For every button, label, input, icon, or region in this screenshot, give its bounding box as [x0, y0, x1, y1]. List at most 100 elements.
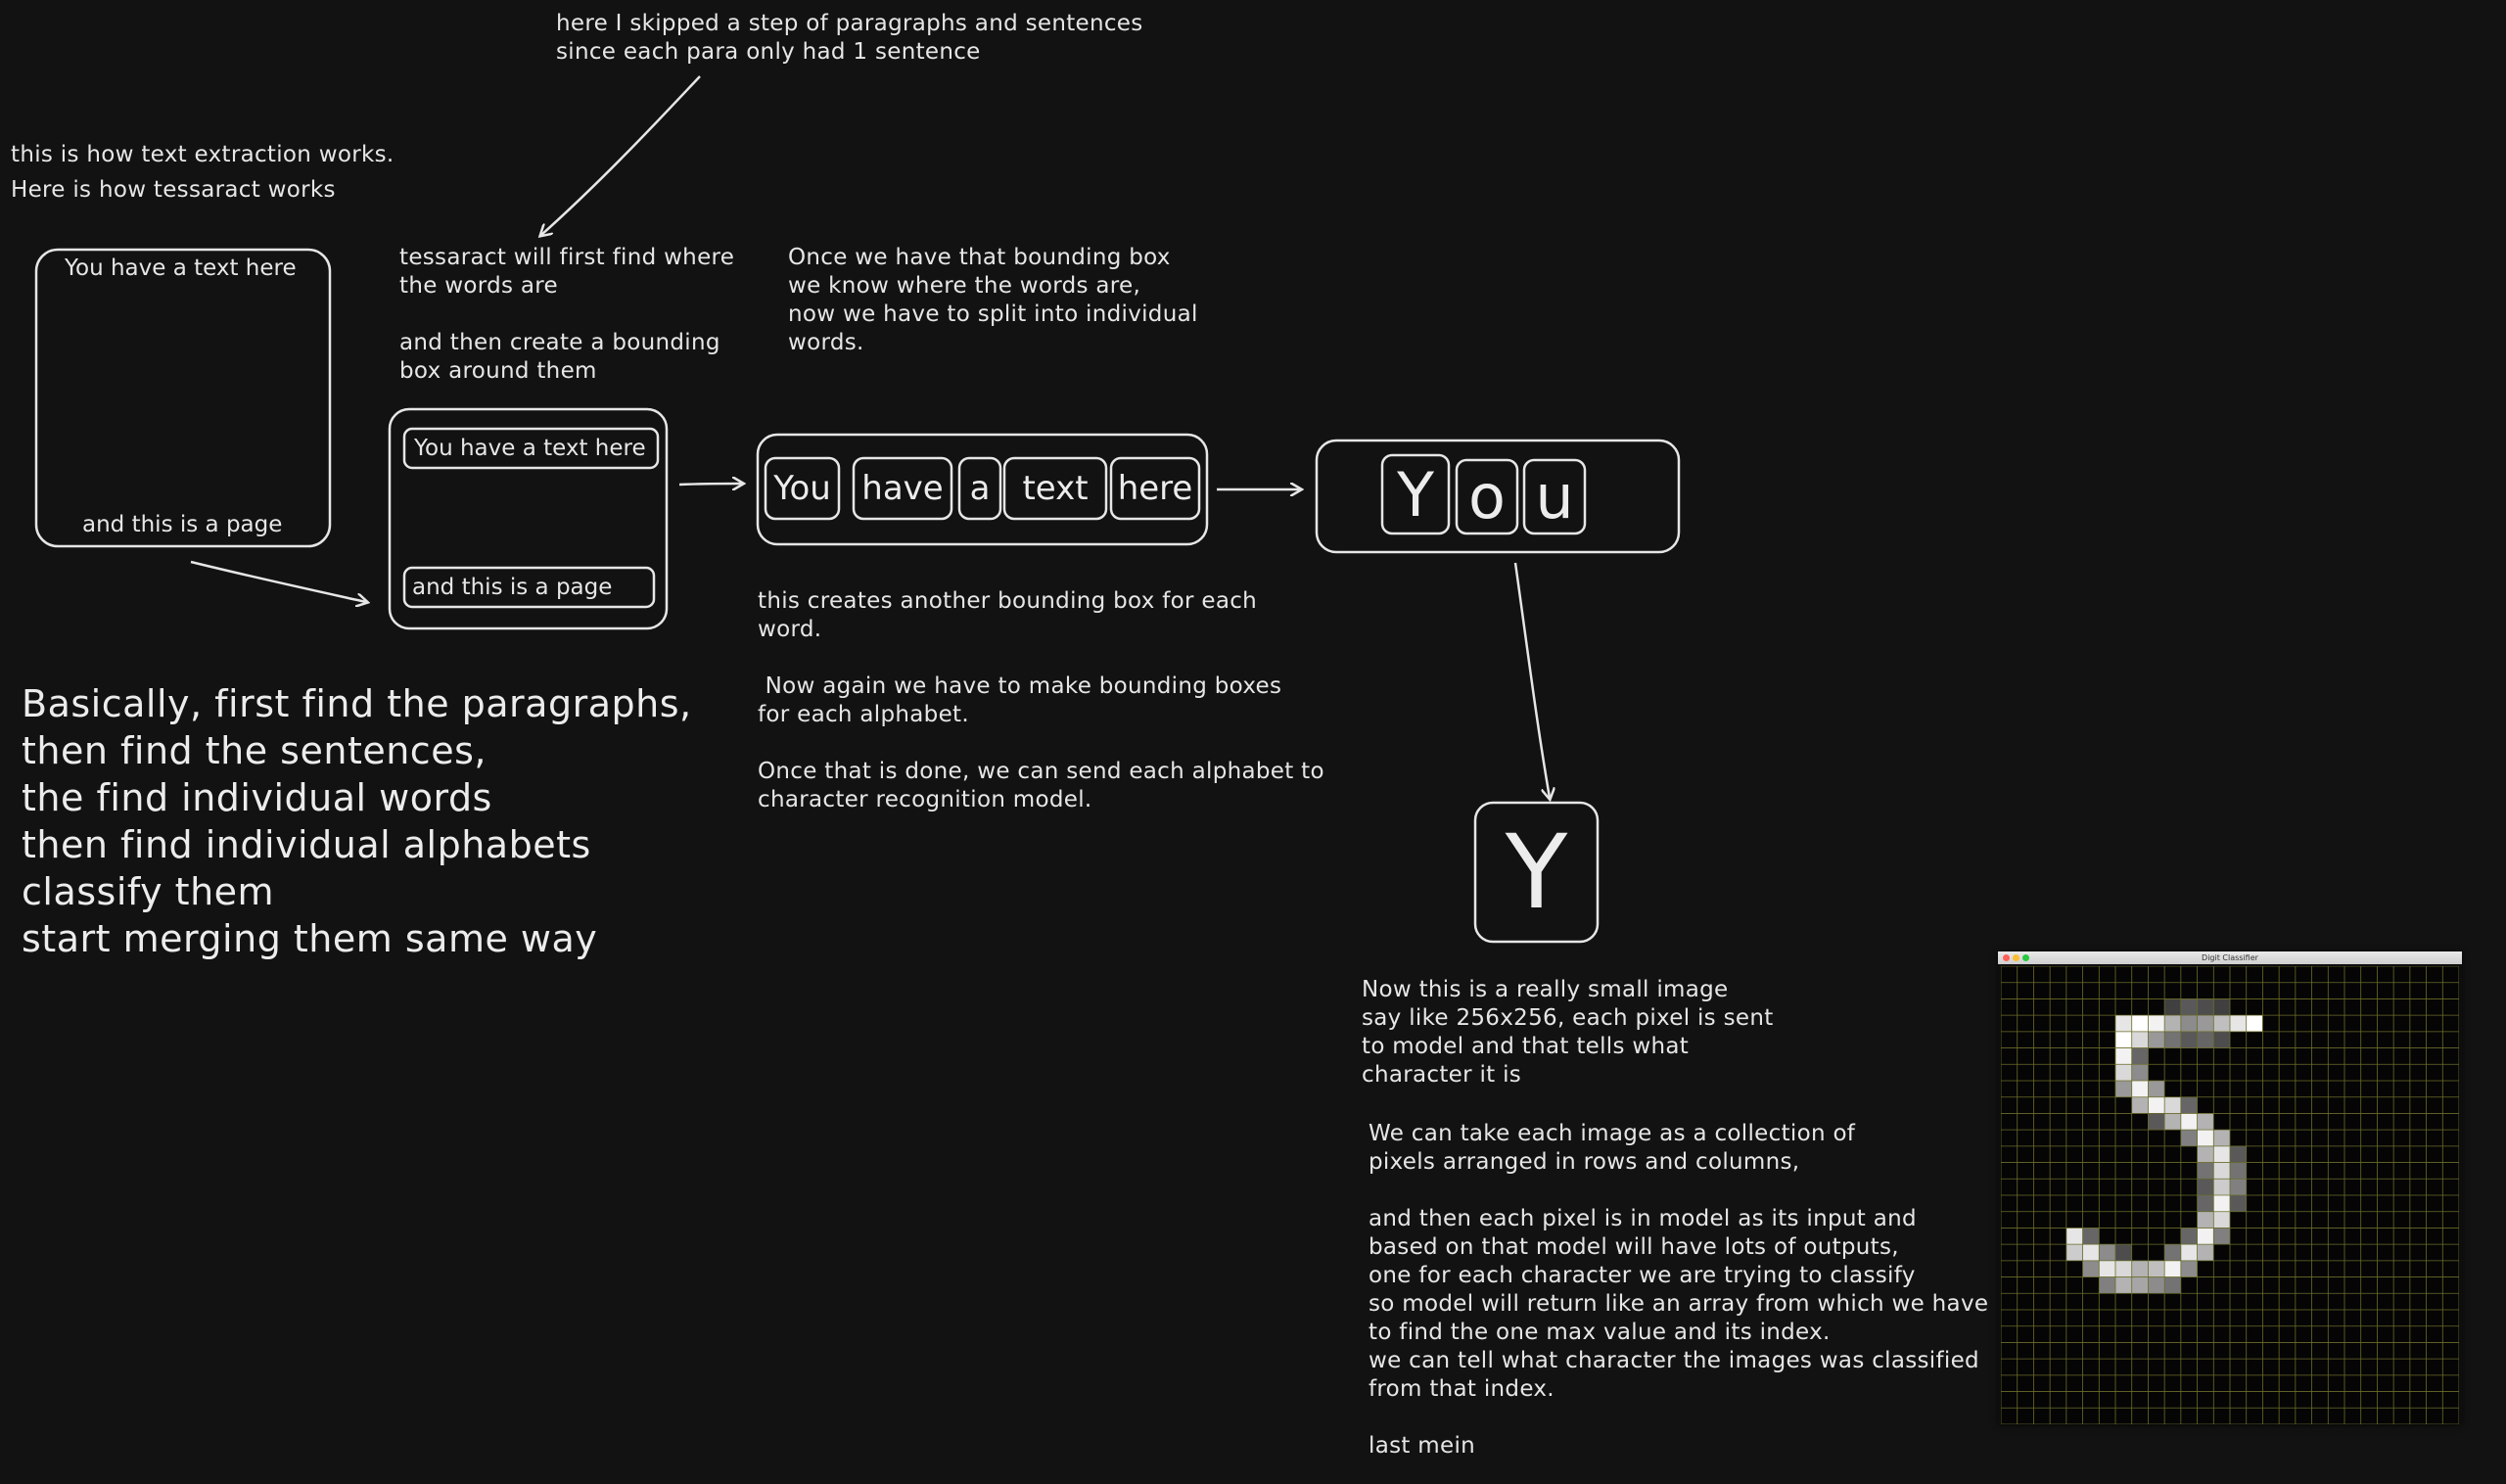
pixel-cell [2131, 1260, 2149, 1277]
page-box [34, 248, 332, 548]
pixel-cell [2115, 1031, 2132, 1048]
pixel-cell [2148, 1113, 2165, 1131]
pixel-cell [2180, 1113, 2198, 1131]
intro-note: this is how text extraction works. Here … [11, 142, 394, 203]
pixel-cell [2197, 1031, 2214, 1048]
pixel-cell [2082, 1228, 2100, 1245]
pixel-cell [2115, 1244, 2132, 1261]
pixel-cell [2230, 1195, 2247, 1212]
pixel-cell [2230, 1162, 2247, 1180]
pixel-cell [2131, 1015, 2149, 1032]
pixel-cell [2164, 1244, 2181, 1261]
pixel-cell [2213, 1211, 2230, 1229]
pixel-cell [2213, 1179, 2230, 1195]
pixel-cell [2148, 1260, 2165, 1277]
word-here: here [1117, 469, 1193, 508]
pixel-cell [2115, 1064, 2132, 1081]
pixel-cell [2213, 1162, 2230, 1180]
pixel-cell [2197, 1228, 2214, 1245]
pixel-cell [2164, 998, 2181, 1016]
pixel-cell [2099, 1260, 2115, 1277]
word-box-have [852, 456, 953, 521]
letter-o: o [1468, 461, 1506, 533]
pixel-cell [2131, 1096, 2149, 1114]
pixel-cell [2197, 1211, 2214, 1229]
pixel-cell [2246, 1015, 2263, 1032]
word-box-a [957, 456, 1002, 521]
letter-y: Y [1397, 458, 1434, 531]
pixel-cell [2180, 1228, 2198, 1245]
word-have: have [861, 469, 944, 508]
pixel-cell [2099, 1244, 2115, 1261]
arrow-top-note-to-step1 [541, 75, 701, 235]
pixel-cell [2065, 1244, 2083, 1261]
line-box-2 [402, 566, 656, 609]
letter-box-u [1522, 458, 1587, 535]
pixel-cell [2164, 1113, 2181, 1131]
pixel-cell [2213, 1015, 2230, 1032]
pixel-cell [2115, 1015, 2132, 1032]
arrow-paragraph-to-words [678, 484, 742, 485]
word-box-here [1109, 456, 1201, 521]
pixel-cell [2230, 1145, 2247, 1163]
single-letter-y: Y [1505, 812, 1568, 932]
pixel-cell [2164, 1276, 2181, 1294]
pixel-cell [2148, 1096, 2165, 1114]
word-you: You [773, 469, 831, 508]
pixel-cell [2180, 1244, 2198, 1261]
pixel-cell [2180, 1096, 2198, 1114]
pixel-cell [2148, 1031, 2165, 1048]
step1-note: tessaract will first find where the word… [399, 245, 735, 384]
line-box-1 [402, 427, 660, 470]
arrow-letters-to-single [1513, 562, 1550, 798]
pixel-cell [2164, 1260, 2181, 1277]
pixel-cell [2115, 1047, 2132, 1065]
digit-pixel-grid [2001, 966, 2459, 1424]
digit-classifier-window: Digit Classifier [1998, 951, 2462, 1425]
letter-box-o [1455, 458, 1519, 535]
pixel-cell [2197, 1195, 2214, 1212]
page-box-line2: and this is a page [82, 512, 283, 537]
maximize-dot-icon [2022, 954, 2029, 961]
pixel-cell [2230, 1015, 2247, 1032]
word-box-text [1002, 456, 1108, 521]
letters-box [1315, 439, 1681, 554]
step2-note: Once we have that bounding box we know w… [788, 245, 1198, 355]
pixel-cell [2213, 1195, 2230, 1212]
pixel-cell [2180, 998, 2198, 1016]
top-note: here I skipped a step of paragraphs and … [556, 11, 1143, 65]
pixel-cell [2164, 1015, 2181, 1032]
pixel-cell [2065, 1228, 2083, 1245]
pixel-cell [2131, 1047, 2149, 1065]
arrow-page-to-paragraph [190, 560, 366, 602]
minimize-dot-icon [2013, 954, 2019, 961]
pixel-cell [2148, 1276, 2165, 1294]
pixel-cell [2115, 1260, 2132, 1277]
page-box-line1: You have a text here [65, 255, 297, 281]
paragraph-box [388, 407, 669, 630]
pixel-cell [2197, 1244, 2214, 1261]
pixel-cell [2213, 998, 2230, 1016]
pixel-cell [2082, 1244, 2100, 1261]
words-box [756, 433, 1209, 546]
single-letter-box [1473, 801, 1600, 944]
model-note: We can take each image as a collection o… [1369, 1121, 1989, 1459]
pixel-cell [2180, 1015, 2198, 1032]
pixel-cell [2180, 1260, 2198, 1277]
pixel-cell [2164, 1096, 2181, 1114]
step3-note: this creates another bounding box for ea… [758, 588, 1324, 812]
window-titlebar: Digit Classifier [1998, 951, 2462, 964]
pixel-cell [2148, 1081, 2165, 1097]
letter-box-y [1380, 453, 1451, 535]
pixel-cell [2131, 1031, 2149, 1048]
pixel-cell [2082, 1260, 2100, 1277]
para-box-line2: and this is a page [412, 575, 613, 600]
pixel-cell [2230, 1179, 2247, 1195]
pixel-cell [2197, 998, 2214, 1016]
close-dot-icon [2003, 954, 2010, 961]
pixel-cell [2213, 1031, 2230, 1048]
pixel-cell [2197, 1015, 2214, 1032]
pixel-cell [2131, 1276, 2149, 1294]
pixel-cell [2213, 1130, 2230, 1146]
